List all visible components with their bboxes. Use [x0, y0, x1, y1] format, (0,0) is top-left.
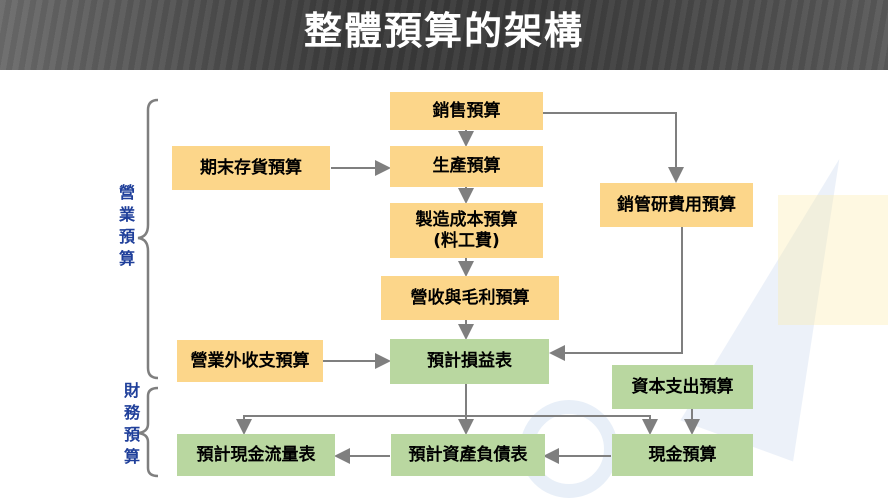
- arrow-sales-expense: [543, 112, 684, 183]
- page-title: 整體預算的架構: [303, 9, 584, 53]
- header-banner: 整體預算的架構: [0, 0, 888, 70]
- node-projected-income-statement: 預計損益表: [390, 339, 549, 384]
- node-manufacturing-cost-budget: 製造成本預算 (料工費): [390, 203, 543, 258]
- node-capital-expenditure-budget: 資本支出預算: [612, 365, 753, 409]
- node-cash-budget: 現金預算: [612, 434, 753, 476]
- node-selling-admin-expense-budget: 銷管研費用預算: [600, 183, 753, 227]
- node-projected-balance-sheet: 預計資產負債表: [391, 434, 545, 476]
- brace-financial: [137, 386, 159, 478]
- arrow-income-cashflow: [236, 415, 466, 435]
- label-operating-budget: 營 業 預 算: [118, 183, 135, 268]
- node-non-operating-budget: 營業外收支預算: [177, 340, 323, 382]
- node-production-budget: 生產預算: [390, 146, 543, 187]
- node-projected-cash-flow-statement: 預計現金流量表: [177, 434, 335, 476]
- arrow-income-cash: [466, 415, 658, 435]
- decorative-block: [778, 195, 888, 325]
- arrow-expense-income: [549, 227, 683, 361]
- node-ending-inventory-budget: 期末存貨預算: [172, 146, 330, 190]
- node-revenue-gross-profit-budget: 營收與毛利預算: [381, 276, 559, 320]
- label-financial-budget: 財 務 預 算: [123, 381, 140, 466]
- header-background: [0, 0, 888, 70]
- node-sales-budget: 銷售預算: [390, 92, 543, 130]
- brace-operating: [137, 98, 159, 380]
